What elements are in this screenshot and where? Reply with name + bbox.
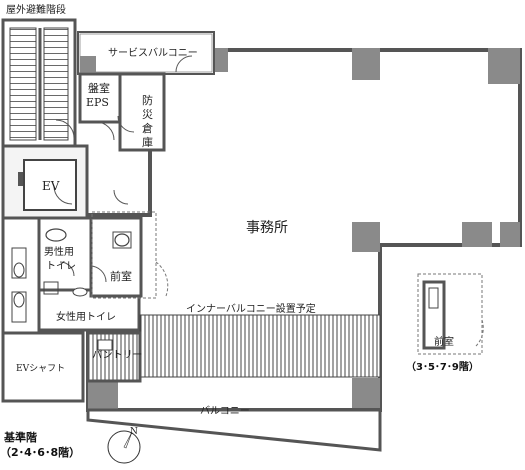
label-electrical-room: 盤室 (88, 81, 110, 95)
balcony (86, 408, 382, 452)
label-storage-1: 防 (142, 93, 153, 107)
label-balcony: バルコニー (200, 405, 250, 417)
label-ev-shaft: EVシャフト (16, 364, 65, 374)
inner-balcony (139, 314, 381, 378)
label-ev: EV (42, 179, 60, 193)
exterior-stairs (1, 18, 77, 148)
label-mens-toilet-2: トイレ (46, 261, 76, 272)
ev-shaft (1, 331, 85, 403)
label-office: 事務所 (246, 220, 288, 236)
label-typical-floor: 基準階 (3, 430, 37, 444)
label-storage-2: 災 (142, 108, 153, 121)
label-mens-toilet-1: 男性用 (44, 245, 74, 258)
label-exterior-stairs: 屋外避難階段 (6, 3, 66, 16)
vestibule-outline (91, 211, 157, 299)
label-inset-floors: （3･5･7･9階） (406, 360, 479, 373)
toilet-fixtures (11, 228, 132, 323)
label-storage-4: 庫 (142, 135, 153, 149)
label-typical-floors: （2･4･6･8階） (0, 445, 80, 459)
label-north: N (130, 427, 138, 437)
service-balcony (77, 31, 215, 75)
core-walls (1, 144, 143, 335)
north-arrow (107, 430, 141, 464)
label-storage-3: 倉 (142, 121, 153, 135)
label-service-balcony: サービスバルコニー (108, 47, 198, 59)
label-pantry: パントリー (92, 349, 143, 361)
inset-plan (417, 273, 484, 355)
disaster-storage (118, 72, 166, 152)
door-swings (53, 55, 193, 283)
label-vestibule: 前室 (110, 269, 132, 283)
label-inset-vestibule: 前室 (434, 335, 454, 348)
label-inner-balcony: インナーバルコニー設置予定 (186, 302, 316, 315)
pantry (86, 331, 142, 383)
label-eps: EPS (86, 96, 109, 109)
label-womens-toilet: 女性用トイレ (56, 310, 116, 323)
